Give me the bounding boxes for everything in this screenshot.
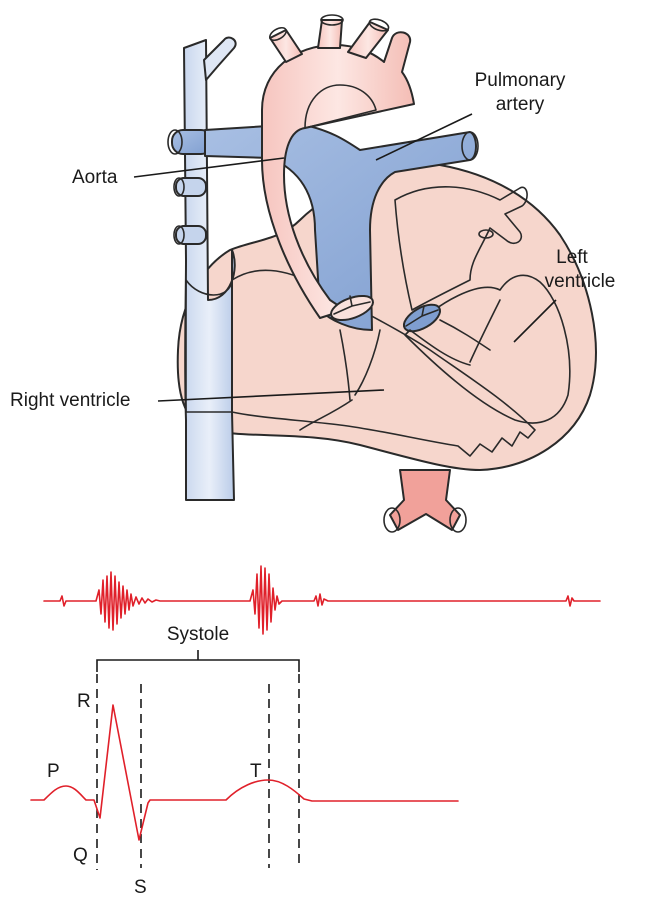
label-pulmonary-artery-line1: Pulmonary [475, 70, 566, 91]
descending-aorta [383, 469, 467, 533]
label-systole: Systole [167, 624, 229, 645]
ecg: R P T Q S [30, 674, 459, 898]
right-pulmonary-veins [167, 129, 213, 245]
phonocardiogram [43, 565, 601, 635]
pulmonary-valve [402, 303, 442, 333]
left-atrium [394, 186, 528, 311]
anatomy-labels: Pulmonary artery Aorta Left ventricle Ri… [10, 70, 615, 411]
ecg-trace [30, 704, 459, 841]
label-ecg-s: S [134, 877, 147, 898]
right-atrium [185, 279, 233, 413]
aortic-valve [330, 294, 374, 322]
label-ecg-p: P [47, 761, 60, 782]
pulmonary-artery [204, 123, 477, 331]
label-left-ventricle-line1: Left [556, 247, 588, 268]
label-aorta: Aorta [72, 167, 118, 188]
label-ecg-t: T [250, 761, 262, 782]
leader-aorta [133, 157, 285, 178]
phonocardiogram-trace [43, 565, 601, 635]
pulmonary-artery-opening [461, 131, 479, 161]
leader-left-ventricle [513, 299, 557, 343]
aorta-inner-arch [304, 84, 377, 129]
aortic-branches [269, 14, 390, 63]
heart-wall [176, 163, 597, 471]
mitral-chordae [409, 299, 501, 366]
label-ecg-r: R [77, 691, 91, 712]
label-right-ventricle: Right ventricle [10, 390, 130, 411]
left-ventricle-chamber [404, 274, 571, 424]
systole-bracket: Systole [96, 624, 300, 672]
systole-bracket-line [96, 650, 300, 672]
label-pulmonary-artery-line2: artery [496, 94, 545, 115]
label-ecg-q: Q [73, 845, 88, 866]
label-left-ventricle-line2: ventricle [545, 271, 616, 292]
heart-illustration [167, 14, 597, 533]
leader-pulmonary-artery [375, 113, 473, 161]
vena-cava-branch [203, 36, 237, 81]
pulmonary-vein-opening [478, 229, 494, 239]
leader-right-ventricle [157, 389, 385, 402]
